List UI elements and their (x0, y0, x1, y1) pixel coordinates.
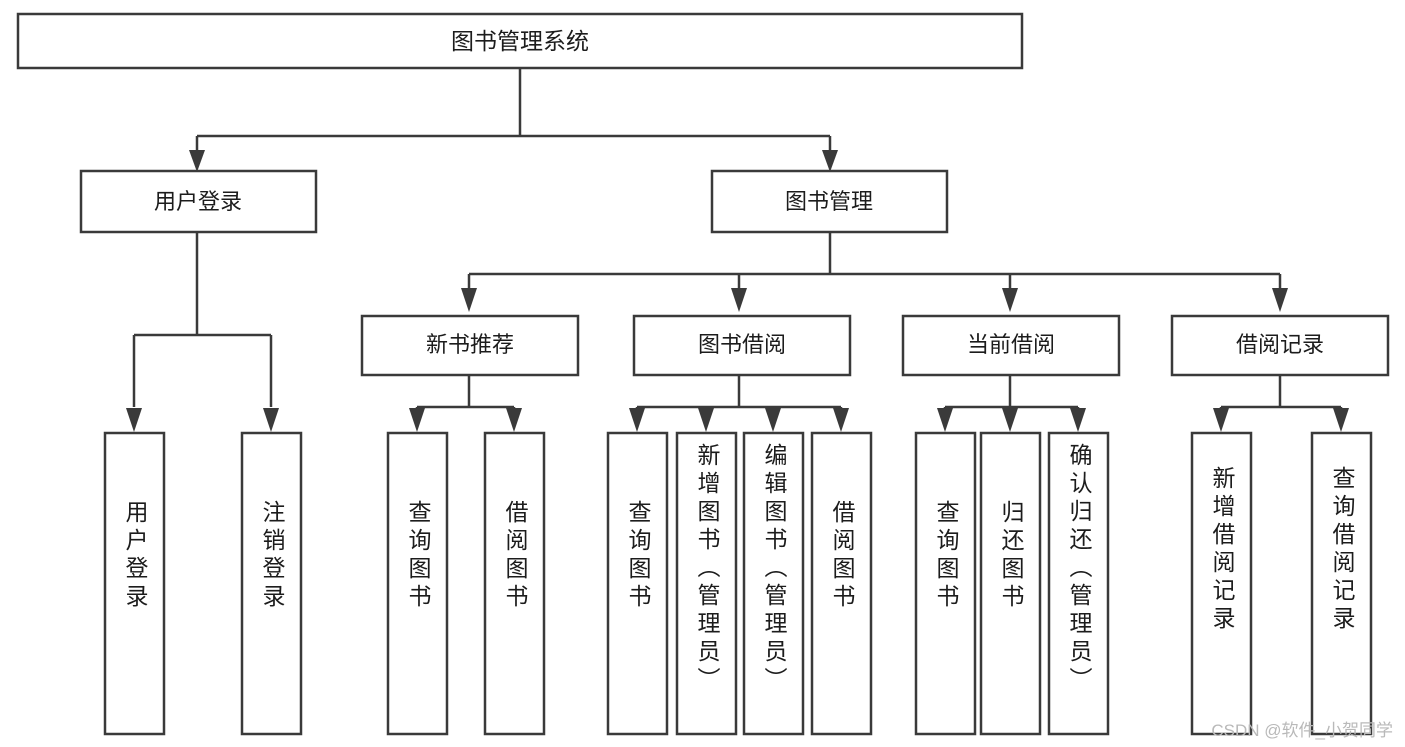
node-book-management-label: 图书管理 (785, 189, 873, 214)
node-borrow-record-label: 借阅记录 (1236, 332, 1324, 357)
leaf-box-add-borrow-rec (1190, 431, 1253, 736)
connector-group-user-login-to-leaves (126, 232, 279, 432)
arrow-icon (263, 408, 279, 432)
node-book-borrow-label: 图书借阅 (698, 332, 786, 357)
arrow-icon (937, 408, 953, 432)
arrow-icon (1002, 408, 1018, 432)
leaf-box-borrow-book-2 (810, 431, 873, 736)
arrow-icon (506, 408, 522, 432)
connector-group-current-borrow-to-leaves (937, 375, 1086, 432)
arrow-icon (461, 288, 477, 312)
node-new-book-recommend[interactable]: 新书推荐 (360, 314, 580, 377)
node-user-login[interactable]: 用户登录 (79, 169, 318, 234)
arrow-icon (822, 150, 838, 172)
node-root-label: 图书管理系统 (451, 28, 589, 54)
connector-group-book-borrow-to-leaves (629, 375, 849, 432)
leaf-box-query-book-1 (386, 431, 449, 736)
arrow-icon (731, 288, 747, 312)
leaf-box-query-book-3 (914, 431, 977, 736)
node-root[interactable]: 图书管理系统 (16, 12, 1024, 70)
leaf-box-logout (240, 431, 303, 736)
node-new-book-recommend-label: 新书推荐 (426, 332, 514, 357)
arrow-icon (1070, 408, 1086, 432)
node-book-management[interactable]: 图书管理 (710, 169, 949, 234)
leaf-box-confirm-return (1047, 431, 1110, 736)
arrow-icon (409, 408, 425, 432)
arrow-icon (833, 408, 849, 432)
arrow-icon (1213, 408, 1229, 432)
arrow-icon (1333, 408, 1349, 432)
connector-group-book-manage-to-level2 (461, 232, 1288, 312)
arrow-icon (126, 408, 142, 432)
leaf-box-borrow-book-1 (483, 431, 546, 736)
arrow-icon (1002, 288, 1018, 312)
node-borrow-record[interactable]: 借阅记录 (1170, 314, 1390, 377)
node-user-login-label: 用户登录 (154, 189, 242, 214)
leaf-box-user-login (103, 431, 166, 736)
node-book-borrow[interactable]: 图书借阅 (632, 314, 852, 377)
arrow-icon (189, 150, 205, 172)
leaf-box-return-book (979, 431, 1042, 736)
arrow-icon (629, 408, 645, 432)
node-current-borrow-label: 当前借阅 (967, 332, 1055, 357)
leaf-box-edit-book-admin (742, 431, 805, 736)
arrow-icon (765, 408, 781, 432)
leaf-boxes (103, 431, 1373, 736)
arrow-icon (698, 408, 714, 432)
node-current-borrow[interactable]: 当前借阅 (901, 314, 1121, 377)
arrow-icon (1272, 288, 1288, 312)
leaf-box-query-book-2 (606, 431, 669, 736)
connector-group-root-to-level1 (189, 68, 838, 172)
leaf-box-add-book-admin (675, 431, 738, 736)
connector-group-new-book-to-leaves (409, 375, 522, 432)
connector-group-borrow-record-to-leaves (1213, 375, 1349, 432)
leaf-box-query-borrow-rec (1310, 431, 1373, 736)
